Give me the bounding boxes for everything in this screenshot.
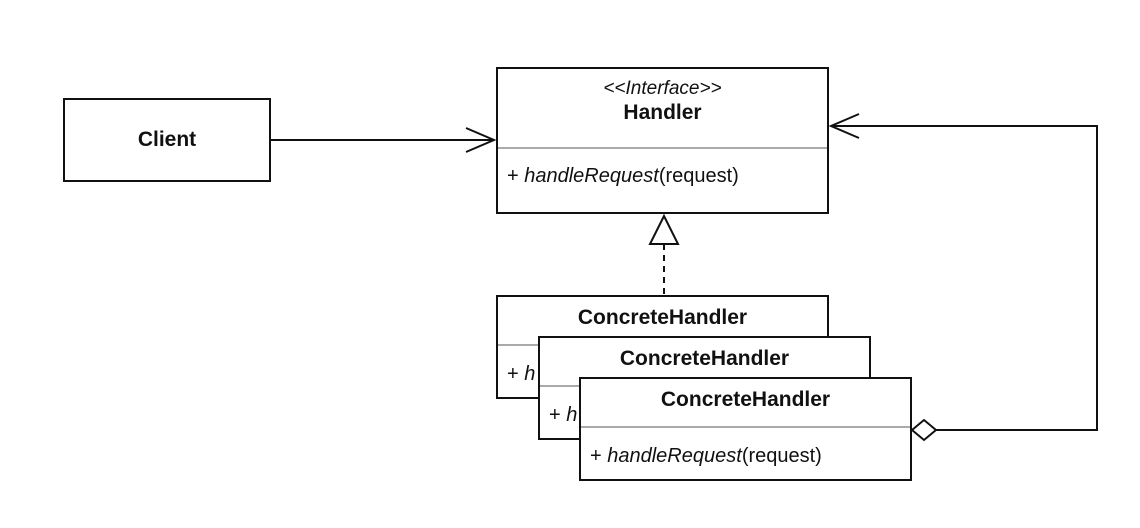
aggregation-line — [831, 125, 1098, 431]
client-class-box: Client — [63, 98, 271, 182]
concrete-handler-divider — [581, 426, 910, 428]
aggregation-arrowhead — [828, 113, 860, 139]
concrete-handler-name: ConcreteHandler — [660, 388, 831, 411]
operation-name: h — [566, 404, 578, 426]
operation-visibility: + — [507, 363, 525, 385]
operation-name: handleRequest — [607, 445, 742, 467]
handler-interface-box: <<Interface>> Handler + handleRequest(re… — [496, 67, 829, 214]
aggregation-diamond — [910, 418, 938, 442]
concrete-handler-operation: + h — [549, 404, 577, 427]
handler-stereotype: <<Interface>> — [603, 78, 722, 99]
operation-params: (request) — [741, 445, 822, 467]
concrete-handler-box: ConcreteHandler + handleRequest(request) — [579, 377, 912, 481]
operation-visibility: + — [549, 404, 567, 426]
realization-triangle — [648, 213, 680, 245]
handler-name: Handler — [623, 101, 702, 124]
operation-params: (request) — [658, 165, 739, 187]
concrete-handler-operation: + h — [507, 363, 535, 386]
handler-operation: + handleRequest(request) — [507, 165, 739, 188]
client-label: Client — [137, 128, 197, 151]
handler-divider — [498, 147, 827, 149]
handler-header: <<Interface>> Handler — [498, 77, 827, 125]
concrete-handler-operation: + handleRequest(request) — [590, 445, 822, 468]
association-arrowhead — [465, 127, 497, 153]
operation-visibility: + — [507, 165, 525, 187]
operation-name: h — [524, 363, 536, 385]
operation-name: handleRequest — [524, 165, 659, 187]
operation-visibility: + — [590, 445, 608, 467]
concrete-handler-name: ConcreteHandler — [619, 347, 790, 370]
concrete-handler-name: ConcreteHandler — [577, 306, 748, 329]
